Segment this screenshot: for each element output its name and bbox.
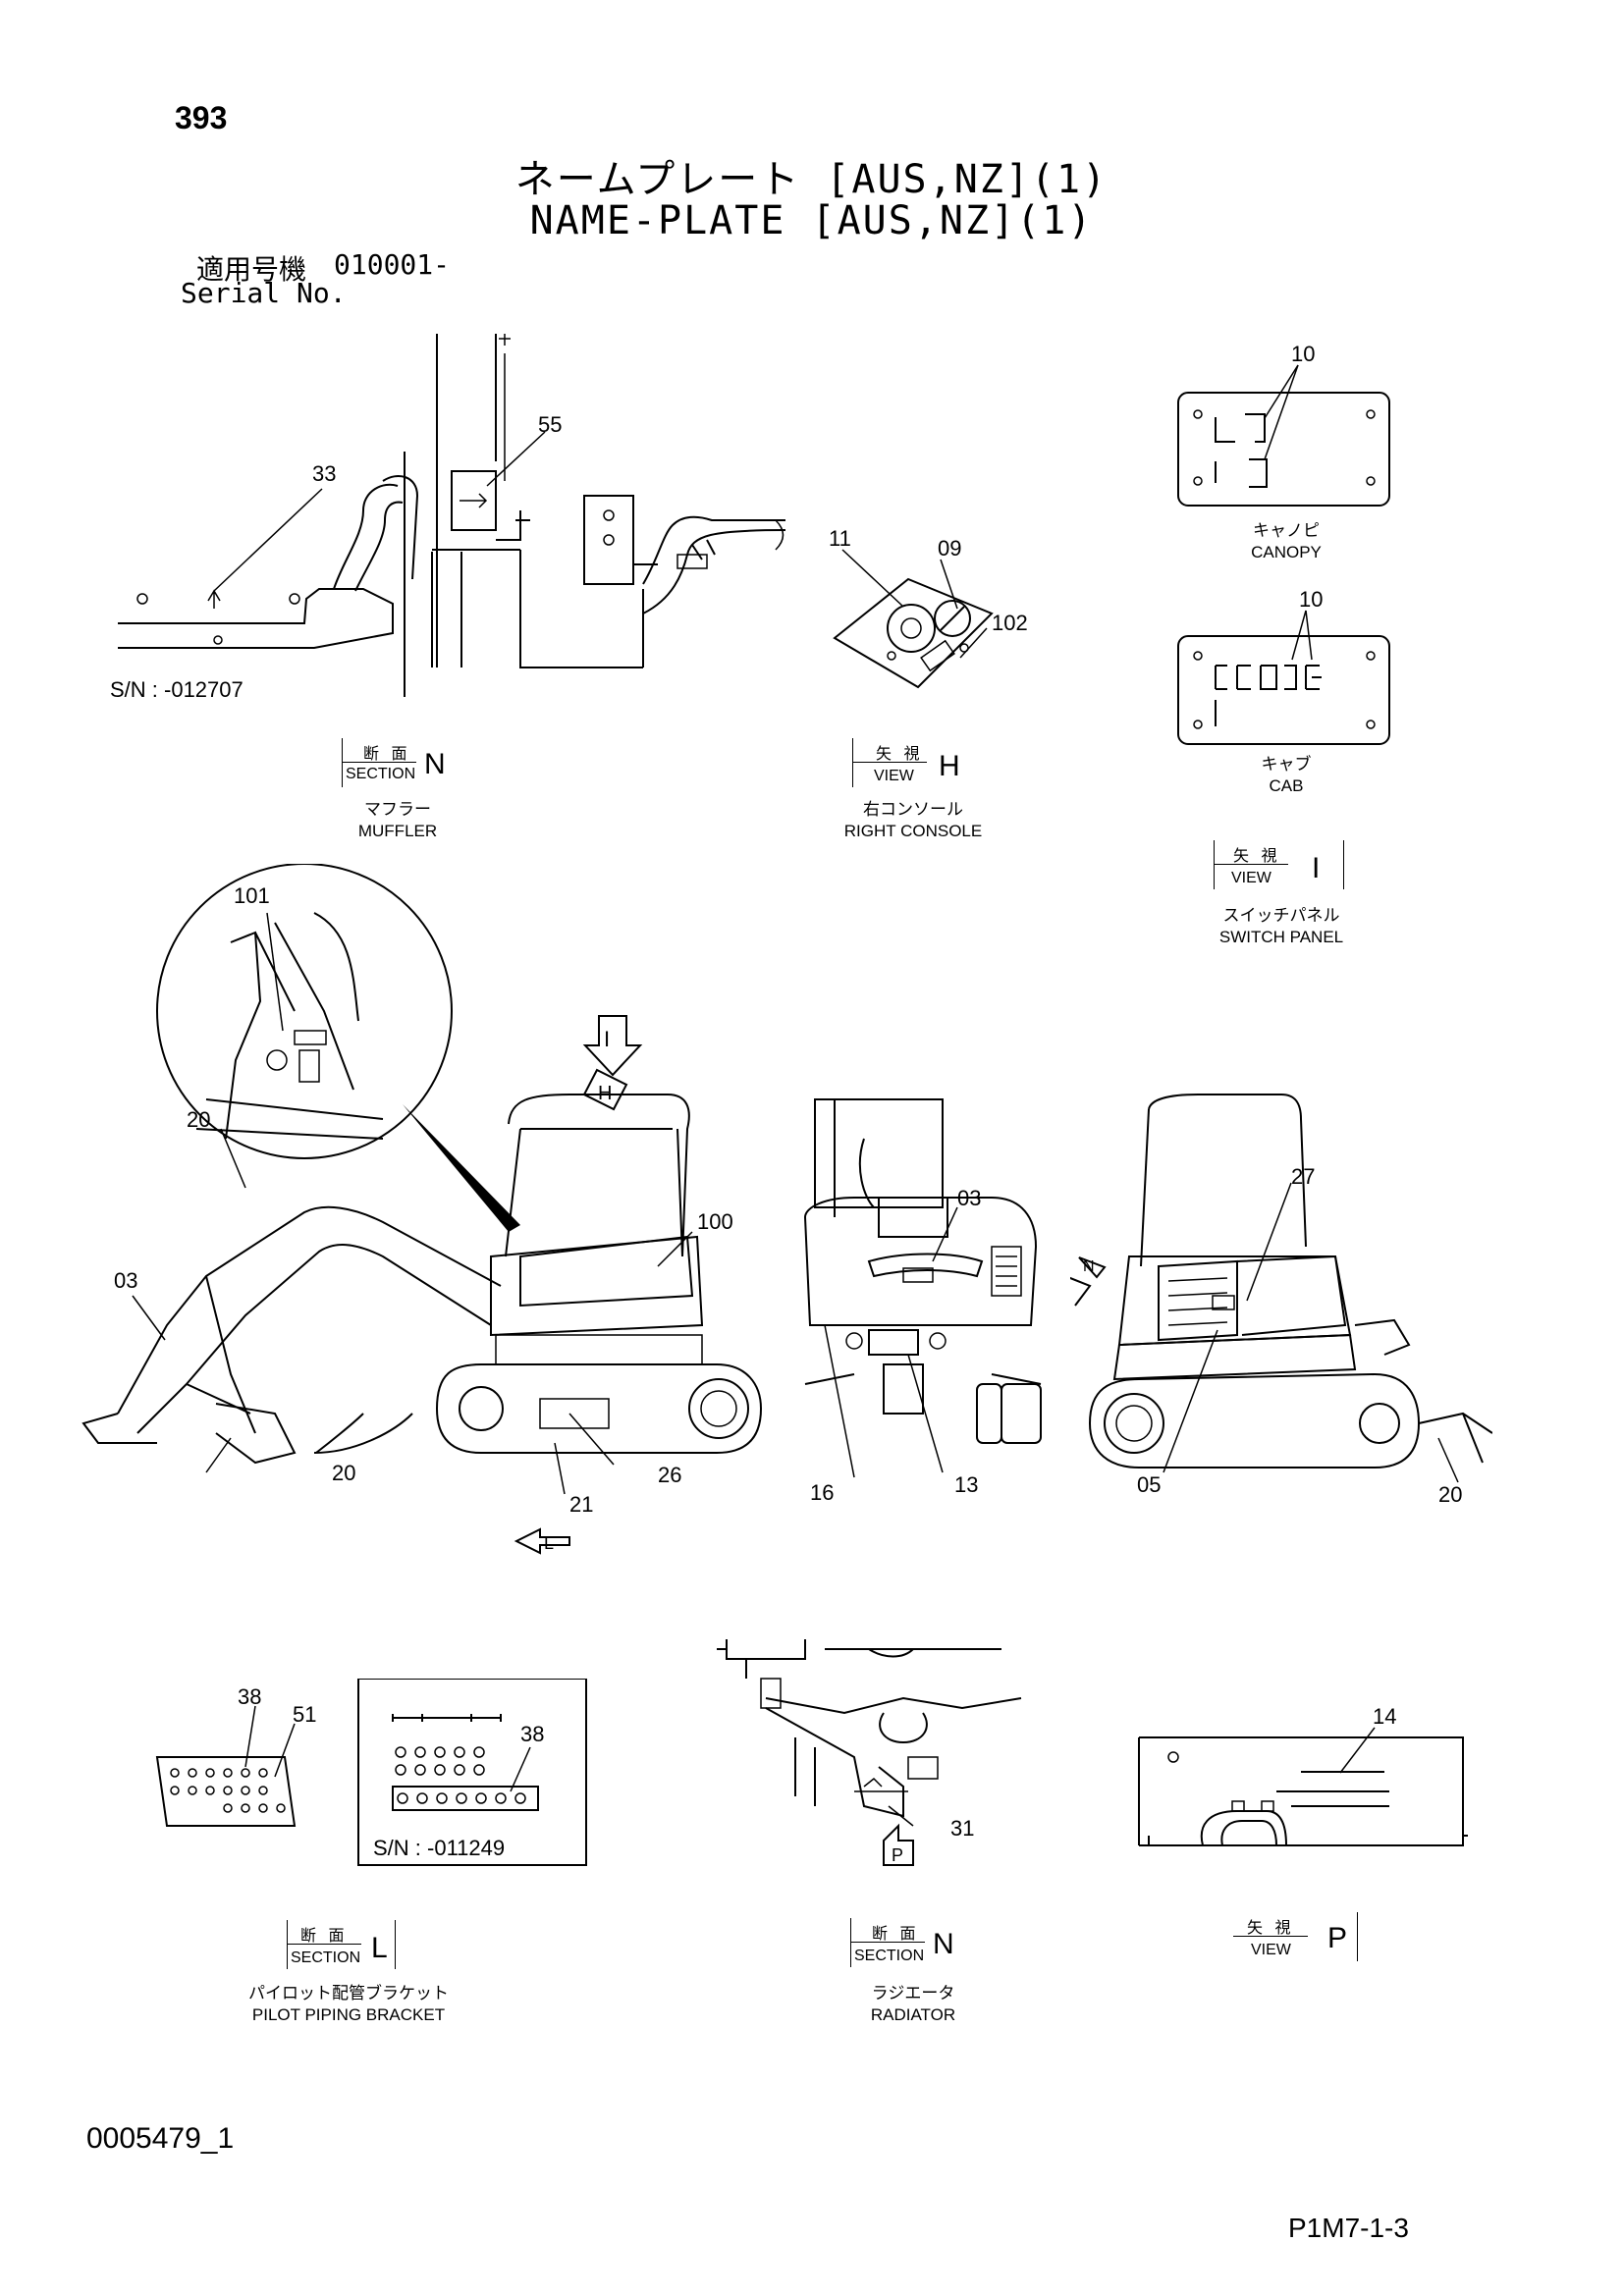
callout-20-front: 20 — [1438, 1482, 1462, 1507]
callout-26: 26 — [658, 1463, 681, 1487]
machine-side-drawing: 101 I H L 20 03 100 20 26 21 — [81, 864, 763, 1555]
right-console-drawing: 11 09 102 — [829, 526, 1028, 689]
page-title-jp: ネームプレート [AUS,NZ](1) — [514, 157, 1109, 202]
callout-11: 11 — [829, 526, 851, 551]
pilot-bracket-drawing: 38 51 38 S/N : -011249 — [155, 1679, 587, 1866]
canopy-drawing: 10 — [1177, 344, 1390, 507]
arrow-h-label: H — [598, 1083, 612, 1104]
cab-callout-10: 10 — [1299, 587, 1323, 612]
callout-101: 101 — [234, 883, 270, 908]
callout-03-side: 03 — [114, 1268, 137, 1293]
arrow-n-marker: N — [1078, 1256, 1107, 1279]
view-tag-p: 矢 視 VIEW P — [1233, 1912, 1371, 1963]
callout-27: 27 — [1291, 1164, 1315, 1189]
section-tag-muffler: 断 面 SECTION N — [342, 738, 460, 789]
muffler-caption: マフラー MUFFLER — [357, 800, 438, 840]
canopy-callout-10: 10 — [1291, 344, 1315, 366]
muffler-drawing: 33 55 S/N : -012707 — [110, 334, 786, 702]
arrow-p-label: P — [892, 1845, 903, 1865]
callout-16: 16 — [810, 1480, 834, 1505]
pilot-bracket-caption: パイロット配管ブラケット PILOT PIPING BRACKET — [248, 1984, 449, 2024]
machine-front-drawing: 27 05 20 — [1070, 1094, 1492, 1507]
switch-panel-caption: スイッチパネル SWITCH PANEL — [1218, 906, 1344, 946]
radiator-drawing: P 31 — [717, 1639, 1022, 1866]
cab-caption: キャブ CAB — [1261, 755, 1312, 795]
cab-drawing: 10 — [1177, 587, 1390, 745]
callout-21: 21 — [569, 1492, 593, 1517]
section-tag-pilot-bracket: 断 面 SECTION L — [287, 1920, 405, 1971]
callout-03-rear: 03 — [957, 1186, 981, 1210]
page-number: 393 — [175, 100, 228, 135]
radiator-caption: ラジエータ RADIATOR — [870, 1984, 956, 2024]
bracket-serial-note: S/N : -011249 — [373, 1836, 505, 1860]
callout-13: 13 — [954, 1472, 978, 1497]
callout-55: 55 — [538, 412, 562, 437]
callout-20-boom: 20 — [187, 1107, 210, 1132]
canopy-caption: キャノピ CANOPY — [1251, 521, 1322, 561]
callout-38-left: 38 — [238, 1684, 261, 1709]
document-id: 0005479_1 — [86, 2122, 235, 2155]
page-title-en: NAME-PLATE [AUS,NZ](1) — [529, 198, 1094, 243]
machine-rear-drawing: 03 16 13 — [803, 1098, 1042, 1505]
callout-05: 05 — [1137, 1472, 1161, 1497]
callout-51: 51 — [293, 1702, 316, 1727]
serial-range: 010001- — [334, 248, 451, 281]
view-p-drawing: 14 — [1138, 1704, 1468, 1846]
callout-38-right: 38 — [520, 1722, 544, 1746]
view-tag-switch-panel: 矢 視 VIEW I — [1214, 840, 1351, 891]
section-tag-radiator: 断 面 SECTION N — [850, 1918, 968, 1969]
callout-31: 31 — [950, 1816, 974, 1841]
callout-09: 09 — [938, 536, 961, 561]
callout-20-blade: 20 — [332, 1461, 355, 1485]
page-code: P1M7-1-3 — [1288, 2213, 1409, 2243]
callout-14: 14 — [1373, 1704, 1396, 1729]
view-tag-right-console: 矢 視 VIEW H — [852, 738, 970, 789]
callout-100: 100 — [697, 1209, 733, 1234]
svg-text:N: N — [1083, 1258, 1095, 1275]
right-console-caption: 右コンソール RIGHT CONSOLE — [843, 800, 983, 840]
callout-102: 102 — [992, 611, 1028, 635]
arrow-i-label: I — [604, 1027, 610, 1051]
serial-label-jp: 適用号機 — [196, 253, 307, 286]
serial-label-en: Serial No. — [181, 277, 347, 309]
arrow-l-label: L — [544, 1533, 554, 1553]
muffler-serial-note: S/N : -012707 — [110, 677, 243, 702]
callout-33: 33 — [312, 461, 336, 486]
